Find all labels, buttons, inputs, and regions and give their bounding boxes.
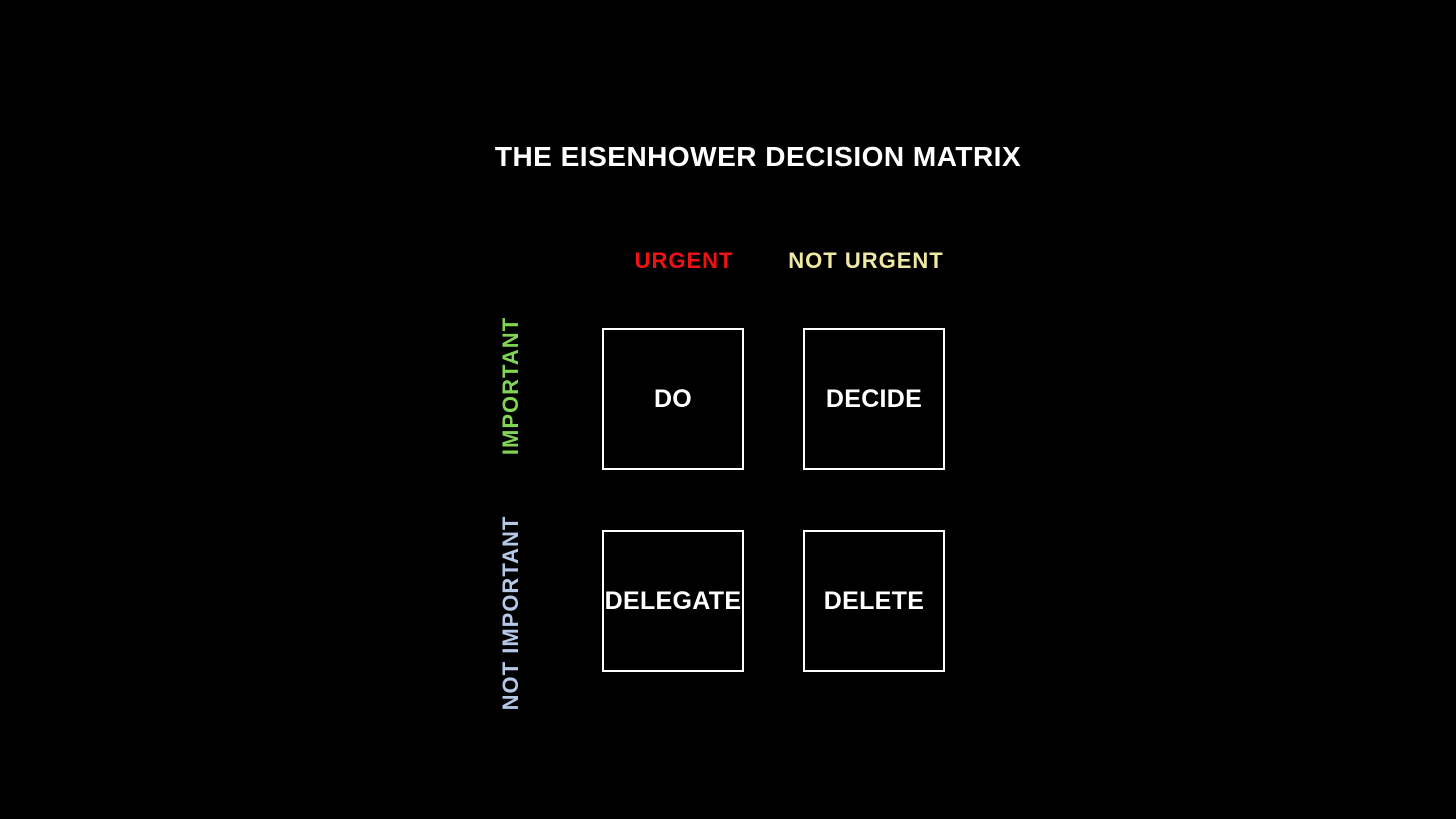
quadrant-decide: DECIDE [803,328,945,470]
page-title: THE EISENHOWER DECISION MATRIX [494,141,1022,172]
row-header-important: IMPORTANT [498,316,523,456]
quadrant-delegate: DELEGATE [602,530,744,672]
quadrant-delete: DELETE [803,530,945,672]
quadrant-delete-label: DELETE [823,586,925,615]
quadrant-decide-label: DECIDE [825,384,923,413]
quadrant-do: DO [602,328,744,470]
quadrant-do-label: DO [653,384,693,413]
row-header-not-important: NOT IMPORTANT [498,515,523,711]
column-header-not-urgent: NOT URGENT [788,248,944,273]
column-header-urgent: URGENT [634,248,734,273]
quadrant-delegate-label: DELEGATE [604,586,742,615]
